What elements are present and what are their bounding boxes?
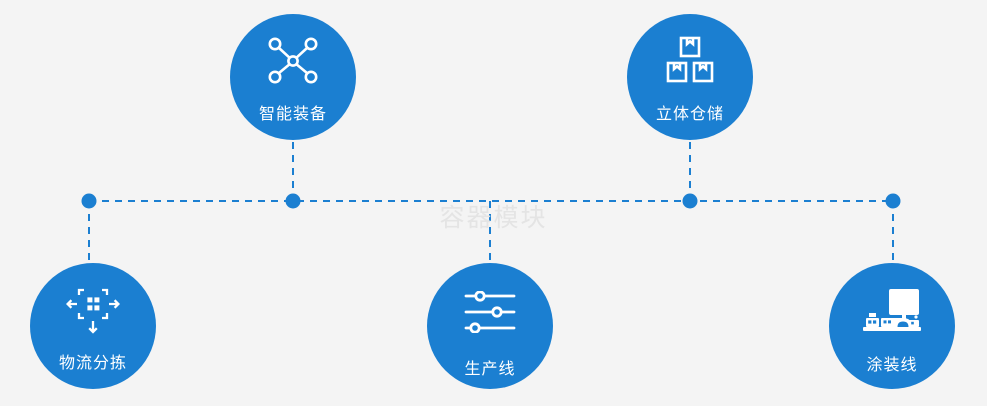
node-label-production-line: 生产线	[464, 359, 516, 378]
node-stereoscopic-storage[interactable]: 立体仓储	[627, 14, 753, 140]
sorting-arrows-icon	[65, 285, 121, 335]
node-label-logistics-sorting: 物流分拣	[58, 353, 127, 372]
node-production-line[interactable]: 生产线	[427, 263, 553, 389]
node-label-painting-line: 涂装线	[866, 355, 918, 374]
junction-dot-1[interactable]	[81, 193, 97, 209]
junction-dot-3[interactable]	[682, 193, 698, 209]
industrial-machine-icon	[861, 289, 923, 335]
junction-dot-2[interactable]	[285, 193, 301, 209]
node-label-smart-equipment: 智能装备	[258, 104, 327, 123]
node-smart-equipment[interactable]: 智能装备	[230, 14, 356, 140]
junction-dot-4[interactable]	[885, 193, 901, 209]
node-painting-line[interactable]: 涂装线	[829, 263, 955, 389]
stacked-boxes-icon	[665, 36, 715, 86]
sliders-icon	[464, 290, 516, 334]
node-label-stereoscopic-storage: 立体仓储	[655, 104, 724, 123]
network-nodes-icon	[267, 36, 319, 86]
node-logistics-sorting[interactable]: 物流分拣	[30, 263, 156, 389]
